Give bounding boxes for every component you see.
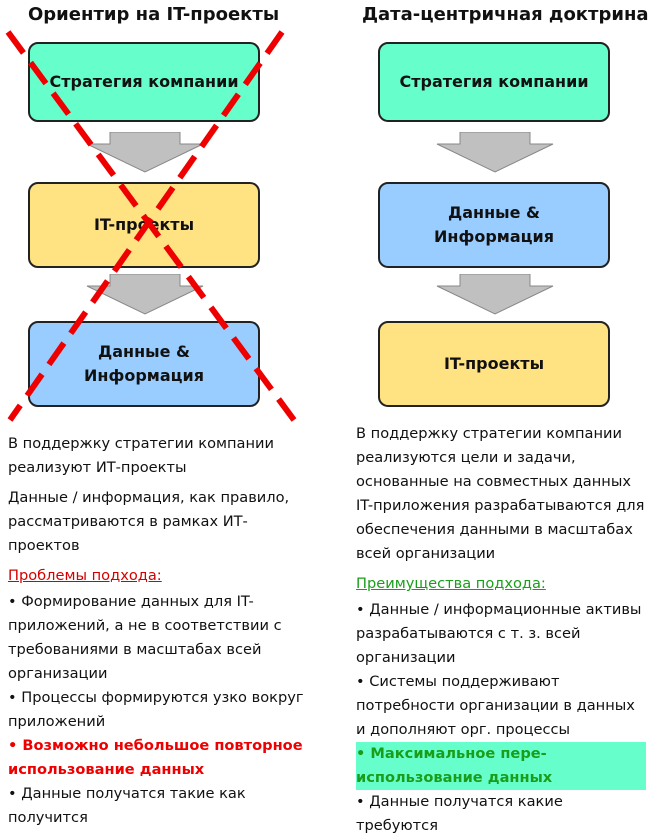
- left-column: Ориентир на IT-проекты Стратегия компани…: [0, 0, 320, 837]
- left-arrow-down-icon-1: [86, 132, 204, 173]
- right-box-strategy: Стратегия компании: [378, 42, 610, 122]
- left-box-strategy-label: Стратегия компании: [49, 72, 239, 91]
- left-bullet-4: • Данные получатся такие как получится: [8, 785, 246, 826]
- right-box-data: Данные & Информация: [378, 182, 610, 268]
- left-box-it-projects-label: IT-проекты: [93, 215, 195, 234]
- right-bullet-3: • Максимальное пере-использование данных: [356, 742, 646, 790]
- left-box-it-projects: IT-проекты: [28, 182, 260, 268]
- right-column: Дата-центричная доктрина Стратегия компа…: [350, 0, 650, 837]
- right-arrow-down-icon-1: [436, 132, 554, 173]
- right-box-it-projects-label: IT-проекты: [443, 354, 545, 373]
- left-title: Ориентир на IT-проекты: [28, 4, 280, 25]
- right-bullet-1: • Данные / информационные активы разраба…: [356, 601, 642, 666]
- left-text-block: В поддержку стратегии компании реализуют…: [8, 432, 313, 830]
- left-box-data-label: Данные & Информация: [84, 342, 204, 385]
- right-box-strategy-label: Стратегия компании: [399, 72, 589, 91]
- left-paragraph-2: Данные / информация, как правило, рассма…: [8, 489, 290, 554]
- right-paragraph-1: В поддержку стратегии компании реализуют…: [356, 425, 645, 562]
- right-advantages-title: Преимущества подхода:: [356, 575, 546, 592]
- right-bullet-2: • Системы поддерживают потребности орган…: [356, 673, 635, 738]
- right-title: Дата-центричная доктрина: [362, 4, 649, 25]
- right-text-block: В поддержку стратегии компании реализуют…: [356, 422, 646, 838]
- left-paragraph-1: В поддержку стратегии компании реализуют…: [8, 435, 275, 476]
- left-box-strategy: Стратегия компании: [28, 42, 260, 122]
- left-box-data: Данные & Информация: [28, 321, 260, 407]
- left-problems-title: Проблемы подхода:: [8, 567, 162, 584]
- right-box-data-label: Данные & Информация: [434, 203, 554, 246]
- right-bullet-4: • Данные получатся какие требуются: [356, 793, 563, 834]
- left-bullet-2: • Процессы формируются узко вокруг прило…: [8, 689, 304, 730]
- left-bullet-1: • Формирование данных для IT-приложений,…: [8, 593, 282, 682]
- right-arrow-down-icon-2: [436, 274, 554, 315]
- left-arrow-down-icon-2: [86, 274, 204, 315]
- right-box-it-projects: IT-проекты: [378, 321, 610, 407]
- left-bullet-3: • Возможно небольшое повторное использов…: [8, 737, 303, 778]
